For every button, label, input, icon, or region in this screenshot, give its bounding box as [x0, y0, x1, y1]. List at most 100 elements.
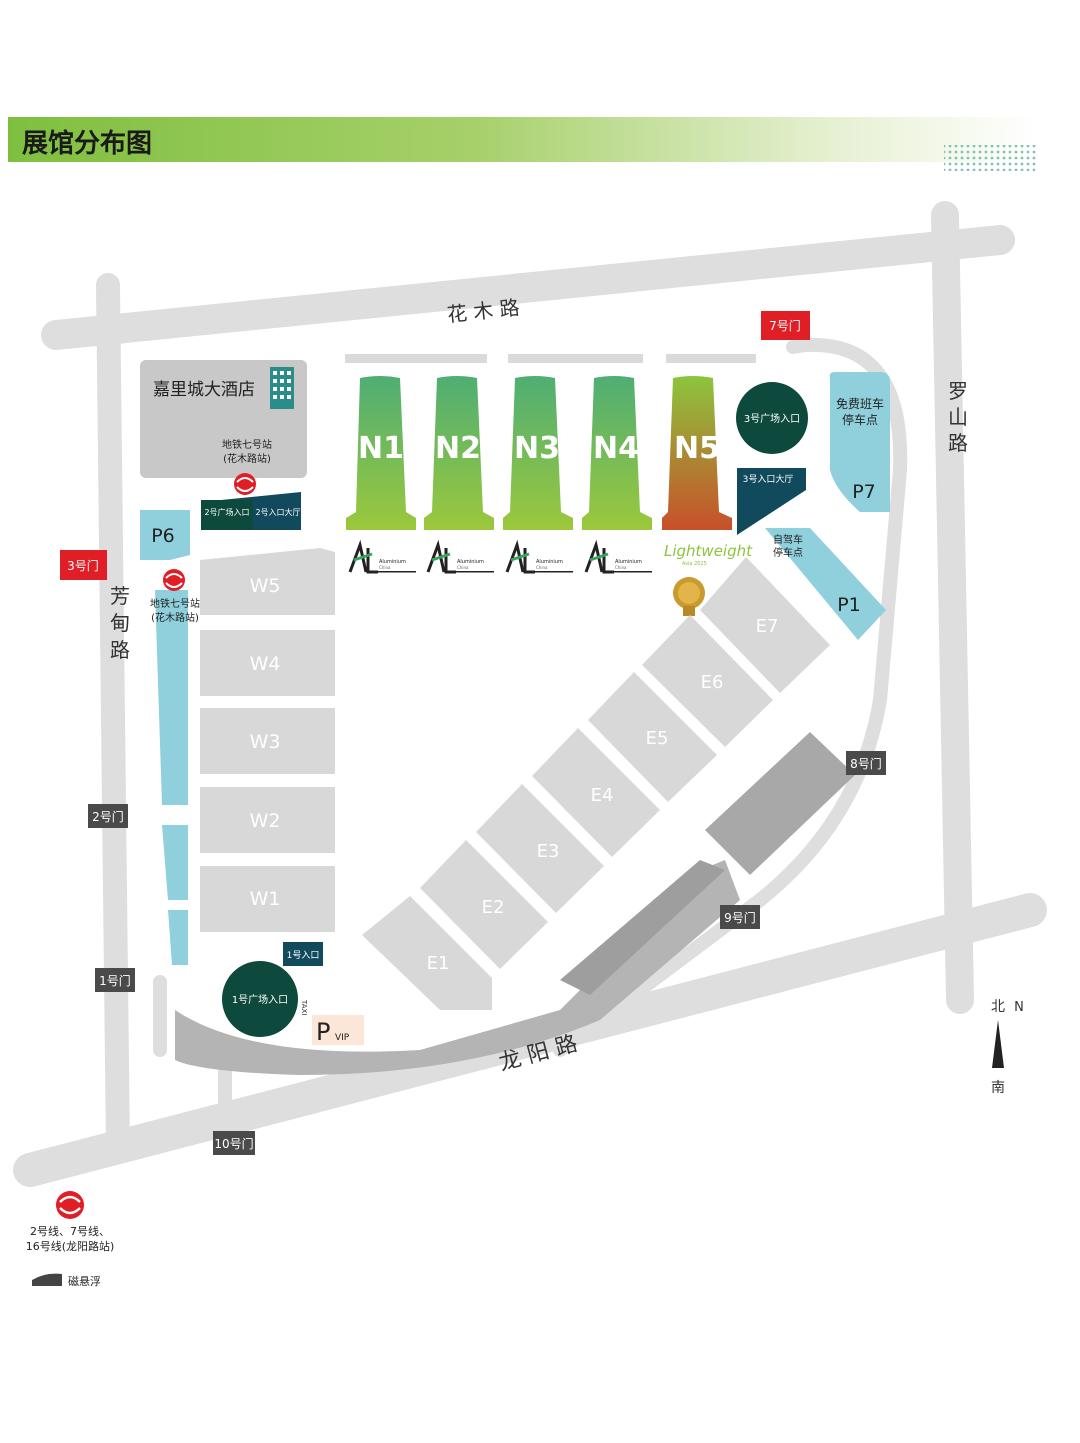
svg-text:N3: N3 [514, 431, 560, 466]
compass: 北 N 南 [991, 999, 1024, 1096]
svg-text:N1: N1 [358, 431, 404, 466]
svg-text:P6: P6 [151, 525, 175, 547]
building-icon [270, 367, 294, 409]
svg-text:免费班车: 免费班车 [836, 396, 884, 411]
svg-text:N5: N5 [674, 431, 720, 466]
svg-text:1号门: 1号门 [99, 973, 131, 988]
hall-E6: E6 [701, 672, 724, 693]
svg-text:2号线、7号线、: 2号线、7号线、 [30, 1224, 110, 1238]
gate-3: 3号门 [60, 550, 107, 580]
entry-1: 1号入口 [283, 942, 323, 966]
logo-aluminium-4: Aluminium China [584, 539, 652, 574]
metro-icon-legend [56, 1191, 84, 1219]
svg-text:3号广场入口: 3号广场入口 [744, 412, 800, 425]
svg-text:China: China [379, 565, 391, 570]
road-west [96, 273, 130, 1162]
svg-text:N4: N4 [593, 431, 639, 466]
svg-text:10号门: 10号门 [214, 1136, 253, 1151]
svg-text:Aluminium: Aluminium [615, 559, 642, 565]
aluminium-china-logos: Aluminium China Aluminium China Aluminiu… [348, 539, 652, 574]
hall-W4: W4 [250, 653, 281, 675]
legend: 2号线、7号线、 16号线(龙阳路站) 磁悬浮 [26, 1191, 115, 1288]
roads [13, 201, 1047, 1187]
hall-E3: E3 [537, 841, 560, 862]
road-label-west: 芳 甸 路 [110, 584, 130, 662]
hotel-name: 嘉里城大酒店 [153, 380, 255, 400]
lightweight-logo: Lightweight Asia 2025 [664, 542, 753, 567]
gate-2: 2号门 [88, 804, 128, 828]
hall3-entrance: 3号入口大厅 [737, 468, 806, 535]
north-arrow-icon [992, 1020, 1004, 1068]
svg-text:停车点: 停车点 [773, 546, 803, 559]
svg-text:罗: 罗 [948, 379, 968, 403]
svg-text:2号入口大厅: 2号入口大厅 [255, 507, 300, 517]
svg-text:P7: P7 [852, 481, 876, 503]
svg-text:China: China [615, 565, 627, 570]
svg-text:Lightweight: Lightweight [664, 542, 753, 560]
taxi-label: TAXI [300, 999, 308, 1015]
hall-E4: E4 [591, 785, 614, 806]
north-halls: N1 N2 N3 N4 N5 [346, 376, 732, 530]
svg-text:2号广场入口: 2号广场入口 [204, 507, 249, 517]
gate-1: 1号门 [95, 968, 135, 992]
hall-E5: E5 [646, 728, 669, 749]
west-metro-line2: (花木路站) [151, 611, 199, 624]
vip-parking: P VIP [312, 1015, 364, 1046]
hall-W2: W2 [250, 810, 281, 832]
plaza2-entrance: 2号广场入口 2号入口大厅 [201, 492, 301, 530]
svg-text:北: 北 [991, 999, 1005, 1015]
plaza1-entrance: 1号广场入口 [222, 961, 298, 1037]
plaza3-entrance: 3号广场入口 [736, 382, 808, 454]
hotel-metro-line2: (花木路站) [223, 452, 271, 465]
svg-text:1号广场入口: 1号广场入口 [232, 993, 288, 1006]
svg-text:China: China [536, 565, 548, 570]
logo-aluminium-3: Aluminium China [505, 539, 573, 574]
parking-P6: P6 [140, 510, 190, 965]
logo-aluminium-1: Aluminium China [348, 539, 416, 574]
svg-text:甸: 甸 [110, 611, 130, 635]
svg-text:山: 山 [948, 405, 968, 429]
gate-9: 9号门 [720, 905, 760, 929]
rail-band [175, 860, 740, 1075]
svg-text:1号入口: 1号入口 [287, 950, 320, 961]
svg-text:路: 路 [110, 638, 130, 662]
hall-W5: W5 [250, 575, 281, 597]
hotel-metro-line1: 地铁七号站 [222, 438, 272, 451]
logo-aluminium-2: Aluminium China [426, 539, 494, 574]
page-title: 展馆分布图 [22, 129, 153, 159]
hotel-block: 嘉里城大酒店 地铁七号站 (花木路站) [140, 360, 307, 478]
gate-8: 8号门 [846, 751, 886, 775]
hall-E1: E1 [427, 953, 450, 974]
dot-pattern [944, 145, 1036, 171]
svg-text:芳: 芳 [110, 584, 130, 608]
metro-icon-west [163, 569, 185, 591]
gate-7: 7号门 [761, 311, 810, 340]
svg-text:Aluminium: Aluminium [536, 559, 563, 565]
gate-10: 10号门 [213, 1131, 255, 1155]
hall-W3: W3 [250, 731, 281, 753]
svg-text:Aluminium: Aluminium [379, 559, 406, 565]
hall-N3: N3 [503, 376, 573, 530]
hall-N5: N5 [662, 376, 732, 530]
svg-text:16号线(龙阳路站): 16号线(龙阳路站) [26, 1239, 115, 1253]
rail-platform [705, 732, 855, 875]
hall-N1: N1 [346, 376, 416, 530]
svg-text:8号门: 8号门 [850, 756, 882, 771]
hall-N4: N4 [582, 376, 652, 530]
svg-text:P1: P1 [837, 594, 861, 616]
hall-E2: E2 [482, 897, 505, 918]
hall-N2: N2 [424, 376, 494, 530]
svg-text:南: 南 [991, 1080, 1005, 1096]
east-halls [362, 557, 830, 1010]
title-banner: 展馆分布图 [8, 117, 1038, 162]
metro-icon-hotel [234, 473, 256, 495]
svg-text:3号入口大厅: 3号入口大厅 [743, 473, 794, 485]
svg-text:VIP: VIP [335, 1033, 350, 1043]
road-east [931, 201, 974, 1014]
award-medal-icon [673, 577, 705, 616]
parking-P7: 免费班车 停车点 P7 [829, 372, 890, 512]
hall-E7: E7 [756, 616, 779, 637]
svg-text:P: P [316, 1018, 330, 1046]
svg-text:磁悬浮: 磁悬浮 [68, 1275, 101, 1288]
